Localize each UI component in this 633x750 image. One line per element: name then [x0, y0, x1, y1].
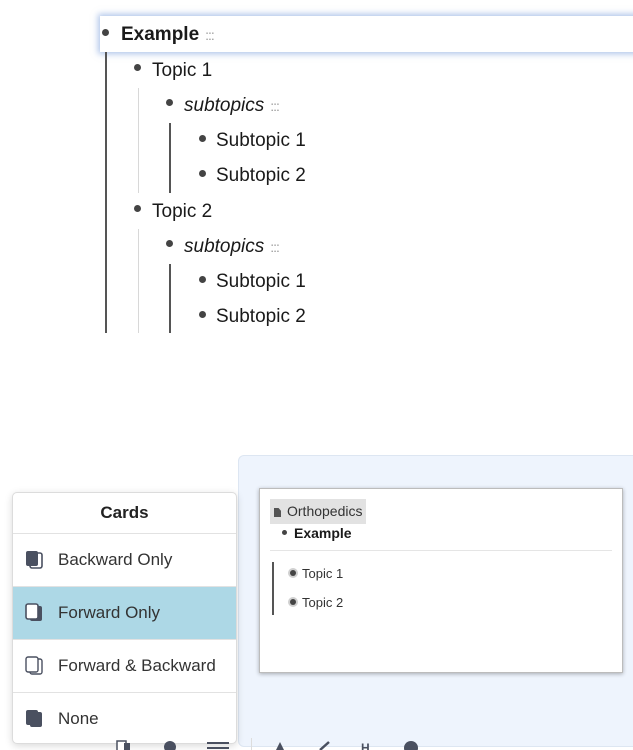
thread-line[interactable]	[169, 264, 171, 333]
topic-block[interactable]: Topic 1	[152, 60, 213, 81]
subtopics-label: subtopics	[184, 95, 265, 116]
bullet-icon[interactable]	[134, 205, 141, 212]
menu-item-label: Forward Only	[58, 603, 161, 622]
marker: :::	[205, 27, 215, 43]
page-icon	[274, 508, 281, 517]
menu-lines-icon[interactable]	[207, 740, 229, 750]
check-circle-icon[interactable]	[163, 740, 177, 750]
circle-icon[interactable]	[403, 740, 419, 750]
root-label: Example	[121, 24, 200, 45]
focused-block[interactable]	[100, 16, 633, 52]
thread-line	[272, 562, 274, 615]
menu-item-none[interactable]: None	[13, 692, 236, 743]
page-name: Orthopedics	[287, 503, 363, 519]
heading-icon[interactable]: H	[360, 740, 374, 750]
toolbar-separator	[251, 738, 252, 750]
preview-block-title[interactable]: Example	[282, 525, 352, 541]
bullet-icon[interactable]	[134, 64, 141, 71]
menu-item-label: Forward & Backward	[58, 656, 216, 675]
menu-item-forward-only[interactable]: Forward Only	[13, 586, 236, 639]
preview-child[interactable]: Topic 2	[290, 595, 343, 610]
menu-title: Cards	[100, 503, 149, 522]
preview-block-label: Example	[294, 525, 352, 541]
subtopic-block[interactable]: Subtopic 1	[216, 130, 306, 151]
bullet-icon[interactable]	[199, 276, 206, 283]
topic-block[interactable]: Topic 2	[152, 201, 213, 222]
root-block[interactable]: Example:::	[121, 23, 215, 47]
bullet-icon[interactable]	[102, 29, 109, 36]
preview-child-label: Topic 1	[302, 566, 344, 581]
page-reference[interactable]: Orthopedics	[270, 499, 367, 524]
cards-icon[interactable]	[116, 740, 132, 750]
divider	[270, 550, 612, 551]
bullet-icon[interactable]	[166, 240, 173, 247]
preview-child-label: Topic 2	[302, 595, 344, 610]
preview-card[interactable]: Orthopedics Example Topic 1 Topic 2	[259, 488, 623, 673]
marker: :::	[270, 98, 280, 114]
thread-line[interactable]	[169, 123, 171, 193]
pen-icon[interactable]	[318, 740, 332, 750]
subtopic-block[interactable]: Subtopic 1	[216, 271, 306, 292]
menu-item-label: None	[58, 709, 99, 728]
cards-menu: Cards Backward Only Forward Only Forward…	[12, 492, 237, 744]
menu-item-forward-backward[interactable]: Forward & Backward	[13, 639, 236, 692]
collapsed-bullet-icon[interactable]	[290, 570, 296, 576]
subtopics-block[interactable]: subtopics:::	[184, 94, 280, 118]
card-both-icon	[25, 656, 43, 675]
thread-line[interactable]	[138, 229, 139, 333]
bullet-icon[interactable]	[199, 170, 206, 177]
thread-line[interactable]	[105, 52, 107, 333]
card-forward-icon	[25, 603, 42, 621]
collapsed-bullet-icon[interactable]	[290, 599, 296, 605]
bullet-icon	[282, 530, 287, 535]
bullet-icon[interactable]	[199, 311, 206, 318]
bullet-icon[interactable]	[199, 135, 206, 142]
marker: :::	[270, 239, 280, 255]
menu-item-backward-only[interactable]: Backward Only	[13, 533, 236, 586]
svg-text:H: H	[361, 741, 370, 750]
bullet-icon[interactable]	[166, 99, 173, 106]
card-none-icon	[26, 710, 42, 727]
card-backward-icon	[26, 551, 43, 569]
subtopic-block[interactable]: Subtopic 2	[216, 165, 306, 186]
subtopics-label: subtopics	[184, 236, 265, 257]
menu-item-label: Backward Only	[58, 550, 173, 569]
preview-child[interactable]: Topic 1	[290, 566, 343, 581]
subtopics-block[interactable]: subtopics:::	[184, 235, 280, 259]
subtopic-block[interactable]: Subtopic 2	[216, 306, 306, 327]
highlight-icon[interactable]	[273, 740, 287, 750]
thread-line[interactable]	[138, 88, 139, 193]
